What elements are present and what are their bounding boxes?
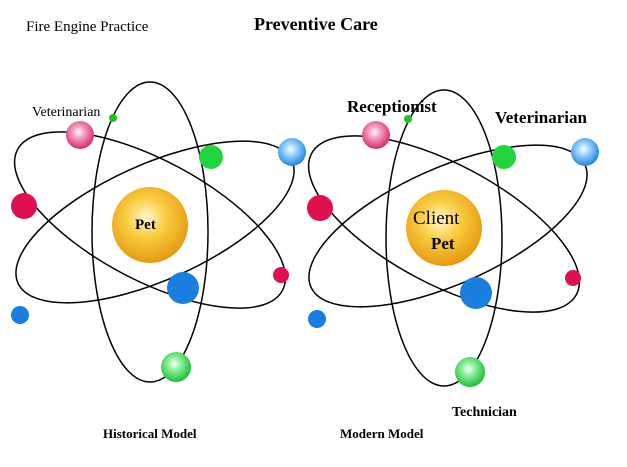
orbit-tilted-down [307, 135, 581, 313]
electron-green [199, 145, 223, 169]
electron-pink [66, 121, 94, 149]
historical-model-atom [11, 81, 306, 383]
electron-green-bottom [455, 357, 485, 387]
left-nucleus-label: Pet [135, 217, 156, 233]
electron-blue-large [460, 277, 492, 309]
electron-blue-small [308, 310, 326, 328]
electron-blue-small [11, 306, 29, 324]
receptionist-label: Receptionist [347, 97, 437, 116]
electron-magenta [307, 195, 333, 221]
electron-magenta [11, 193, 37, 219]
electron-light-blue [571, 138, 599, 166]
electron-small-magenta [273, 267, 289, 283]
left-model-caption: Historical Model [103, 426, 197, 441]
electron-green-bottom [161, 352, 191, 382]
nucleus [406, 190, 482, 266]
left-veterinarian-label: Veterinarian [32, 105, 100, 120]
electron-blue-large [167, 272, 199, 304]
nucleus [112, 187, 188, 263]
technician-label: Technician [452, 405, 517, 420]
electron-light-blue [278, 138, 306, 166]
electron-small-magenta [565, 270, 581, 286]
electron-small-green [109, 114, 117, 122]
electron-green [492, 145, 516, 169]
orbit-tilted-down [13, 131, 287, 309]
right-model-caption: Modern Model [340, 426, 424, 441]
right-nucleus-label: Pet [431, 234, 455, 253]
practice-label: Fire Engine Practice [26, 19, 149, 35]
right-veterinarian-label: Veterinarian [495, 108, 587, 127]
electron-pink [362, 121, 390, 149]
modern-model-atom [307, 89, 599, 387]
electron-small-green [404, 115, 412, 123]
page-title: Preventive Care [254, 14, 378, 34]
client-label: Client [413, 208, 460, 229]
orbit-vertical [91, 81, 209, 383]
orbit-vertical [385, 89, 503, 387]
